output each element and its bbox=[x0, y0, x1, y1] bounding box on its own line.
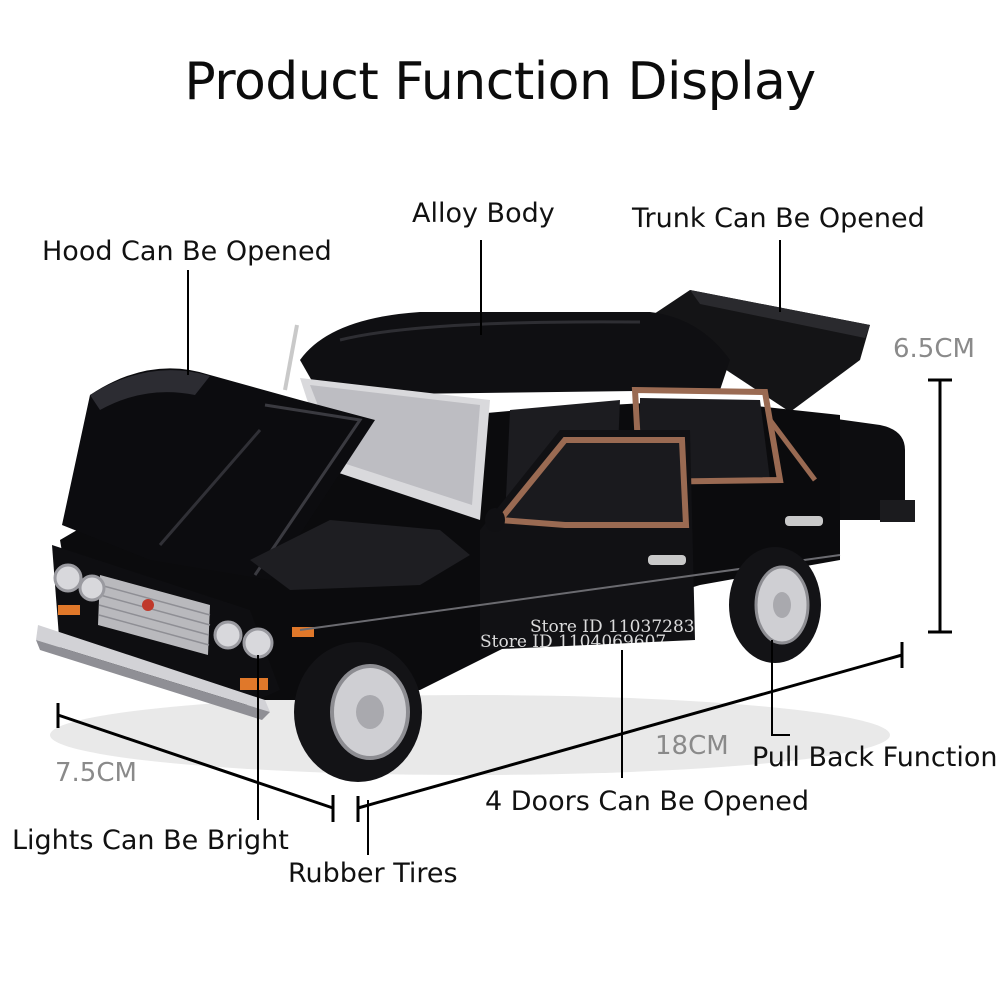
hood bbox=[62, 368, 375, 580]
dimension-width: 7.5CM bbox=[55, 758, 137, 788]
dimension-length: 18CM bbox=[655, 731, 729, 761]
watermark-store-a: Store ID 1103728359 bbox=[530, 617, 717, 637]
length-dimension-line bbox=[356, 642, 904, 822]
headlight-left-outer bbox=[53, 563, 83, 593]
label-alloy-body: Alloy Body bbox=[412, 198, 555, 229]
label-hood: Hood Can Be Opened bbox=[42, 236, 332, 267]
label-pull-back: Pull Back Function bbox=[752, 742, 998, 773]
watermark-store-b: Store ID 1104069607 bbox=[480, 632, 667, 652]
width-dimension-line bbox=[56, 703, 335, 822]
car-roof bbox=[300, 312, 730, 395]
label-doors: 4 Doors Can Be Opened bbox=[485, 786, 810, 817]
height-dimension-line bbox=[928, 378, 952, 634]
grille bbox=[98, 575, 210, 655]
dimension-height: 6.5CM bbox=[893, 334, 975, 364]
headlight-right bbox=[213, 620, 243, 650]
leader-lines bbox=[187, 240, 790, 855]
label-trunk: Trunk Can Be Opened bbox=[632, 203, 925, 234]
front-bumper bbox=[36, 625, 270, 712]
page-title: Product Function Display bbox=[184, 52, 816, 112]
label-lights: Lights Can Be Bright bbox=[12, 825, 289, 856]
label-tires: Rubber Tires bbox=[288, 858, 458, 889]
